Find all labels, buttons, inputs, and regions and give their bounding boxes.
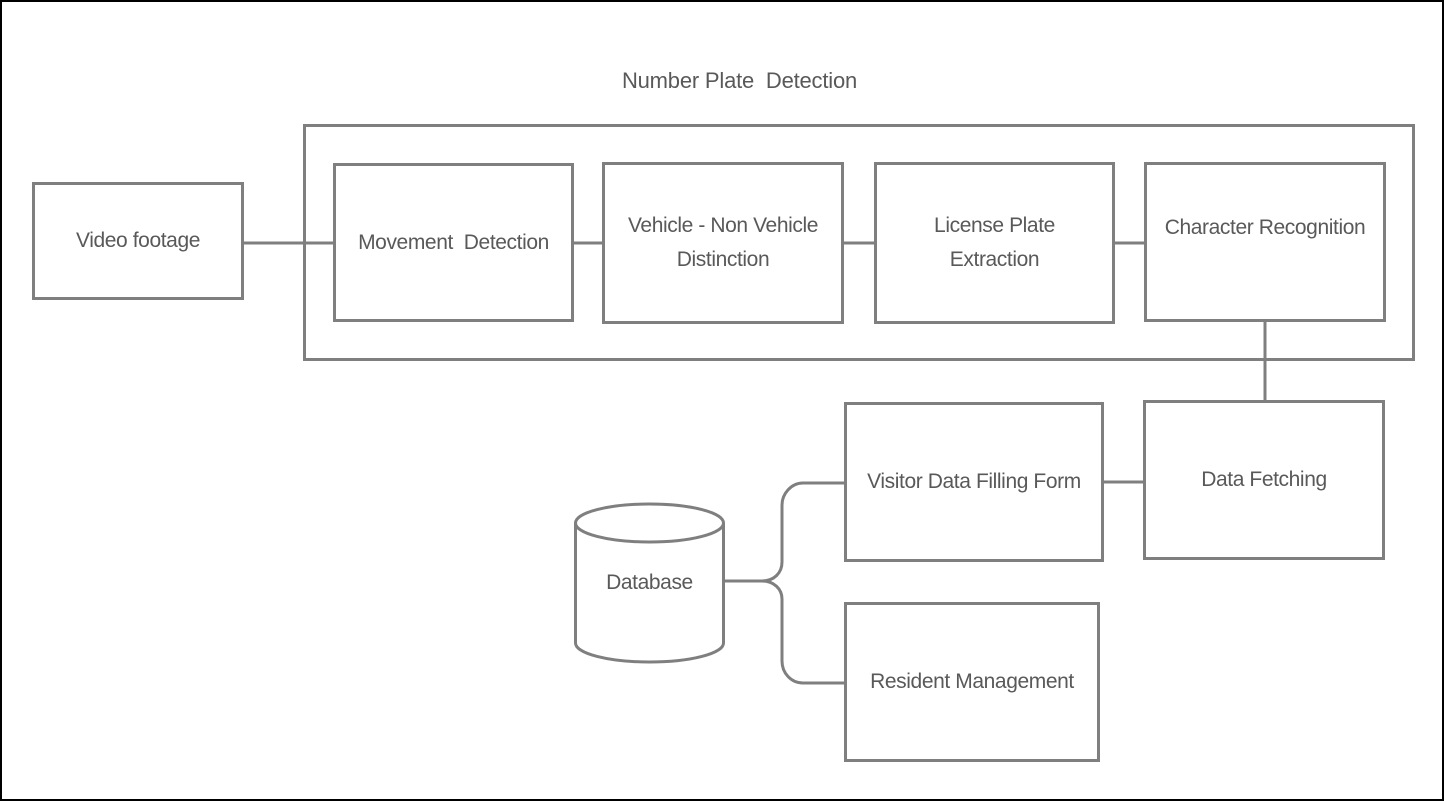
node-vehicle-non-vehicle-distinction: Vehicle - Non Vehicle Distinction bbox=[602, 162, 844, 324]
diagram-title: Number Plate Detection bbox=[621, 68, 858, 93]
node-resident-management: Resident Management bbox=[844, 602, 1100, 762]
node-label: Movement Detection bbox=[358, 230, 549, 254]
number-plate-detection-group bbox=[303, 124, 1415, 361]
node-label: Visitor Data Filling Form bbox=[867, 470, 1081, 493]
connector-database-to-visitor bbox=[761, 481, 844, 583]
node-label: Database bbox=[606, 571, 693, 594]
node-database: Database bbox=[574, 504, 725, 662]
connector-database-to-resident bbox=[761, 579, 844, 685]
node-label: Vehicle - Non Vehicle Distinction bbox=[627, 214, 819, 271]
node-video-footage: Video footage bbox=[32, 182, 244, 300]
node-movement-detection: Movement Detection bbox=[333, 163, 574, 322]
node-label: Data Fetching bbox=[1201, 468, 1327, 491]
node-label: Video footage bbox=[75, 229, 201, 252]
node-character-recognition: Character Recognition bbox=[1144, 162, 1386, 322]
node-license-plate-extraction: License Plate Extraction bbox=[874, 162, 1115, 324]
node-visitor-data-filling-form: Visitor Data Filling Form bbox=[844, 402, 1104, 562]
node-label: Character Recognition bbox=[1164, 216, 1366, 239]
node-data-fetching: Data Fetching bbox=[1143, 400, 1385, 560]
node-label: Resident Management bbox=[870, 670, 1074, 693]
node-label: License Plate Extraction bbox=[934, 214, 1055, 271]
